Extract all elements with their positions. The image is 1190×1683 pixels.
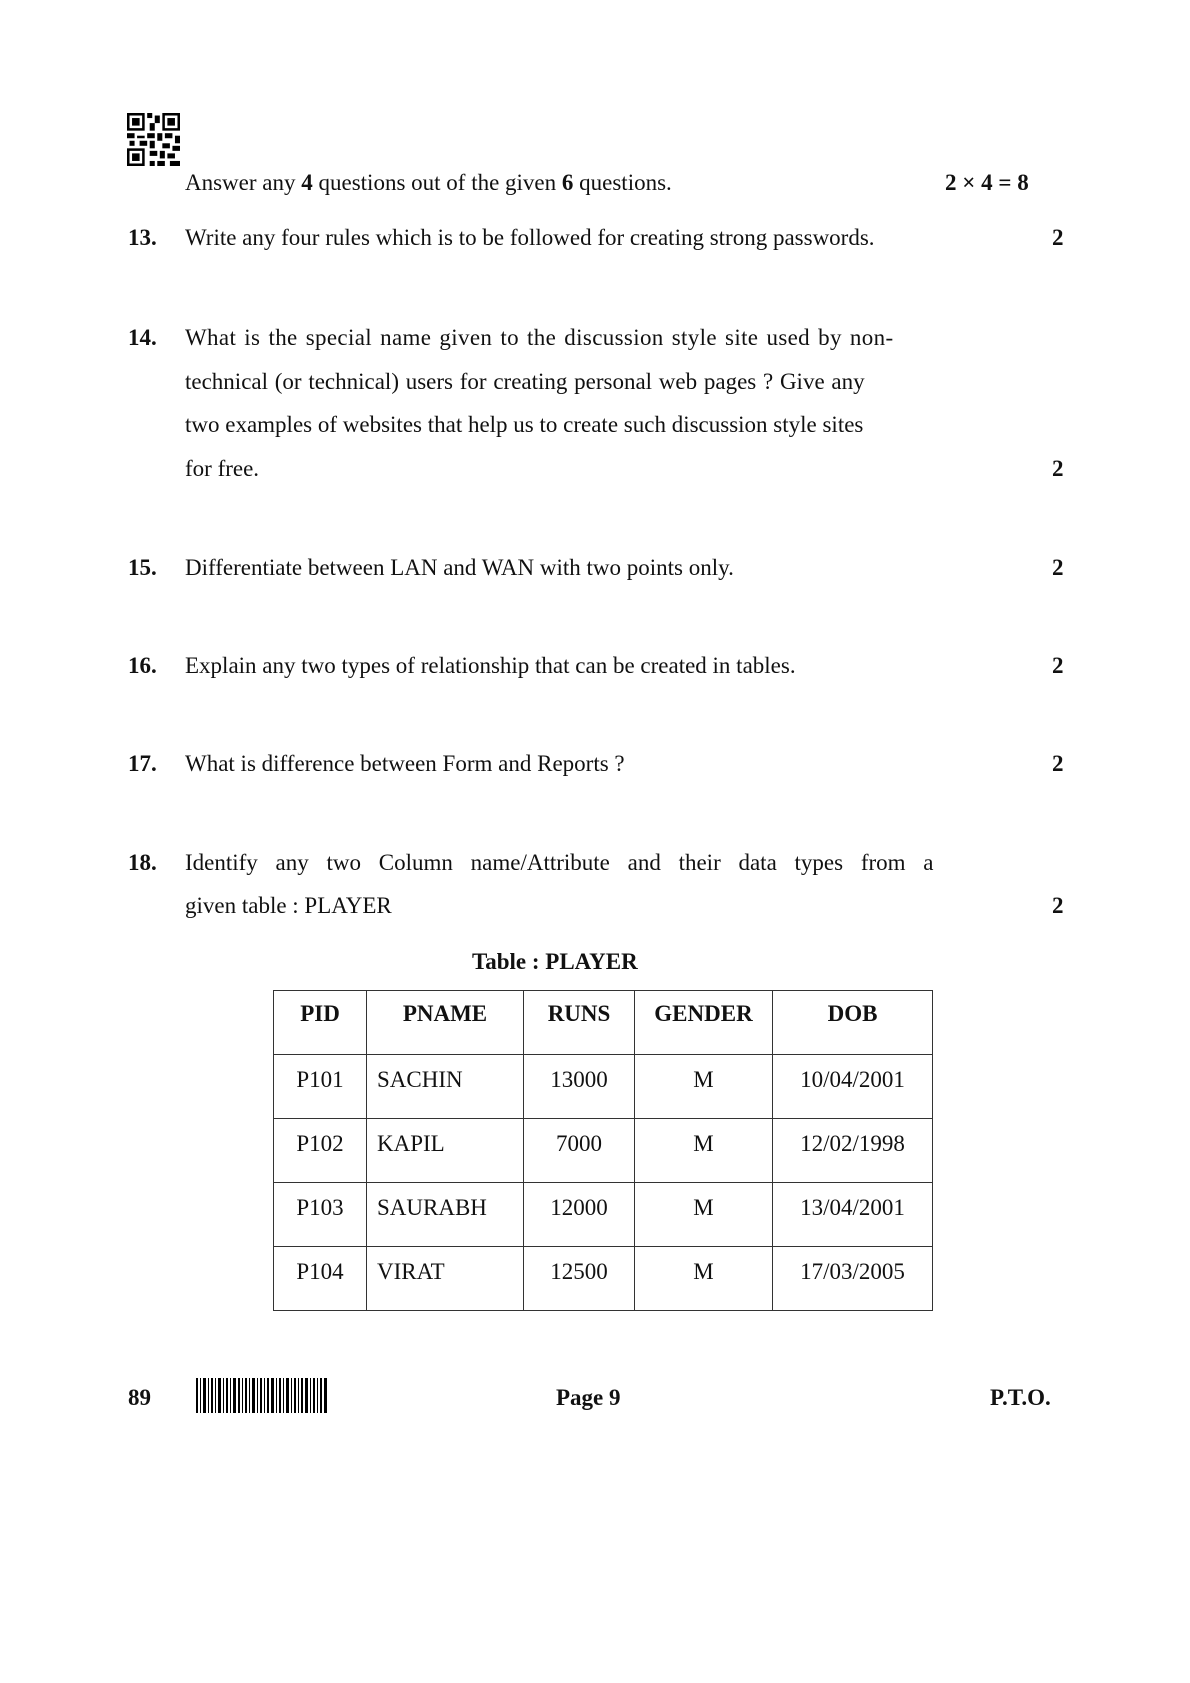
cell-pname: KAPIL — [366, 1118, 524, 1183]
instruction-text: questions. — [573, 170, 672, 195]
column-header-pid: PID — [273, 990, 367, 1055]
cell-dob: 12/02/1998 — [772, 1118, 933, 1183]
question-text-line: What is the special name given to the di… — [185, 325, 894, 350]
cell-runs: 12500 — [523, 1246, 635, 1311]
cell-gender: M — [634, 1118, 773, 1183]
table-row: P104 VIRAT 12500 M 17/03/2005 — [273, 1246, 933, 1311]
cell-runs: 7000 — [523, 1118, 635, 1183]
cell-pid: P101 — [273, 1054, 367, 1119]
column-header-dob: DOB — [772, 990, 933, 1055]
question-number: 13. — [128, 225, 157, 250]
barcode-icon — [196, 1378, 327, 1413]
question-number: 15. — [128, 555, 157, 580]
table-header-row: PID PNAME RUNS GENDER DOB — [273, 990, 933, 1055]
instruction-total: 6 — [561, 170, 574, 195]
cell-gender: M — [634, 1246, 773, 1311]
cell-dob: 13/04/2001 — [772, 1182, 933, 1247]
table-caption: Table : PLAYER — [472, 949, 638, 974]
question-marks: 2 — [1052, 653, 1064, 678]
question-text: Write any four rules which is to be foll… — [185, 225, 875, 250]
question-number: 14. — [128, 325, 157, 350]
instruction-text: Answer any — [185, 170, 302, 195]
cell-dob: 10/04/2001 — [772, 1054, 933, 1119]
question-marks: 2 — [1052, 751, 1064, 776]
question-number: 17. — [128, 751, 157, 776]
question-text-line: for free. — [185, 456, 260, 481]
column-header-runs: RUNS — [523, 990, 635, 1055]
question-marks: 2 — [1052, 225, 1064, 250]
column-header-gender: GENDER — [634, 990, 773, 1055]
cell-pid: P103 — [273, 1182, 367, 1247]
player-table: PID PNAME RUNS GENDER DOB P101 SACHIN 13… — [273, 990, 933, 1311]
question-marks: 2 — [1052, 893, 1064, 918]
table-row: P103 SAURABH 12000 M 13/04/2001 — [273, 1182, 933, 1247]
question-text: What is difference between Form and Repo… — [185, 751, 625, 776]
question-marks: 2 — [1052, 555, 1064, 580]
cell-gender: M — [634, 1054, 773, 1119]
question-text-line: two examples of websites that help us to… — [185, 412, 864, 437]
marks-formula: 2 × 4 = 8 — [945, 170, 1029, 195]
instruction-text: questions out of the given — [312, 170, 562, 195]
qr-code-icon — [127, 113, 180, 166]
paper-code: 89 — [128, 1385, 151, 1410]
cell-pname: SAURABH — [366, 1182, 524, 1247]
question-number: 18. — [128, 850, 157, 875]
question-marks: 2 — [1052, 456, 1064, 481]
question-text-line: technical (or technical) users for creat… — [185, 369, 865, 394]
pto-label: P.T.O. — [990, 1385, 1051, 1410]
cell-pname: SACHIN — [366, 1054, 524, 1119]
cell-pid: P104 — [273, 1246, 367, 1311]
question-text-line: Identify any two Column name/Attribute a… — [185, 850, 934, 875]
instruction-count: 4 — [301, 170, 313, 195]
question-number: 16. — [128, 653, 157, 678]
page-number: Page 9 — [556, 1385, 621, 1410]
section-instruction: Answer any 4 questions out of the given … — [185, 170, 672, 196]
cell-pid: P102 — [273, 1118, 367, 1183]
question-text-line: given table : PLAYER — [185, 893, 392, 918]
cell-gender: M — [634, 1182, 773, 1247]
cell-dob: 17/03/2005 — [772, 1246, 933, 1311]
table-row: P102 KAPIL 7000 M 12/02/1998 — [273, 1118, 933, 1183]
column-header-pname: PNAME — [366, 990, 524, 1055]
question-text: Explain any two types of relationship th… — [185, 653, 796, 678]
cell-runs: 12000 — [523, 1182, 635, 1247]
cell-runs: 13000 — [523, 1054, 635, 1119]
cell-pname: VIRAT — [366, 1246, 524, 1311]
question-text: Differentiate between LAN and WAN with t… — [185, 555, 734, 580]
table-row: P101 SACHIN 13000 M 10/04/2001 — [273, 1054, 933, 1119]
